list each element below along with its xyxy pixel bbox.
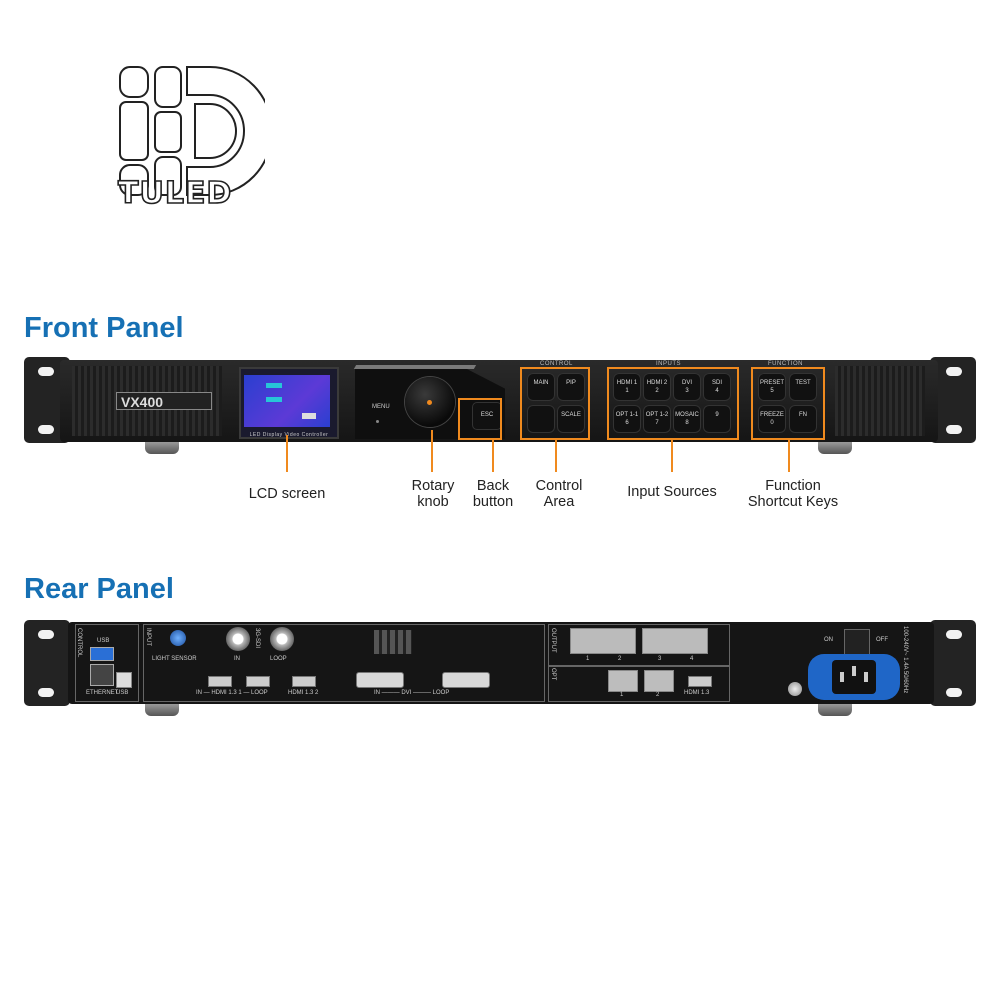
input-section-label: INPUT xyxy=(145,628,151,646)
preset-key[interactable]: PRESET 5 xyxy=(758,373,786,401)
front-panel-title: Front Panel xyxy=(24,312,184,344)
opt-port-1[interactable] xyxy=(608,670,638,692)
freeze-key[interactable]: FREEZE 0 xyxy=(758,405,786,433)
output-port-3-label: 3 xyxy=(658,656,662,662)
control-section xyxy=(75,624,139,702)
sdi-key[interactable]: SDI 4 xyxy=(703,373,731,401)
dvi-in-port[interactable] xyxy=(356,672,404,688)
sdi-in-label: IN xyxy=(234,656,240,662)
menu-led xyxy=(376,420,379,423)
output-ports-3-4[interactable] xyxy=(642,628,708,654)
light-sensor-port[interactable] xyxy=(170,630,186,646)
model-badge: VX400 xyxy=(116,392,212,410)
lcd-screen-callout: LCD screen xyxy=(248,486,326,502)
output-section-label: OUTPUT xyxy=(550,628,556,653)
sdi-loop-bnc[interactable] xyxy=(270,627,294,651)
sdi-loop-label: LOOP xyxy=(270,656,287,662)
esc-button[interactable]: ESC xyxy=(472,402,502,430)
scale-key[interactable]: SCALE xyxy=(557,405,585,433)
ground-screw-icon xyxy=(788,682,802,696)
test-key[interactable]: TEST xyxy=(789,373,817,401)
fn-key[interactable]: FN xyxy=(789,405,817,433)
input-section xyxy=(143,624,545,702)
power-switch[interactable] xyxy=(844,629,870,657)
sdi-in-bnc[interactable] xyxy=(226,627,250,651)
output-section xyxy=(548,624,730,666)
power-on-label: ON xyxy=(824,637,833,643)
hdmi1-loop-port[interactable] xyxy=(246,676,270,687)
front-foot-left xyxy=(145,442,179,454)
hdmi1-in-port[interactable] xyxy=(208,676,232,687)
lcd-screen: LED Display Video Controller xyxy=(239,367,339,439)
rear-panel-title: Rear Panel xyxy=(24,573,174,605)
hdmi-out-port[interactable] xyxy=(688,676,712,687)
opt-section xyxy=(548,666,730,702)
opt-port-2-label: 2 xyxy=(656,692,660,698)
hdmi2-key[interactable]: HDMI 2 2 xyxy=(643,373,671,401)
hdmi1-group-label: IN — HDMI 1.3 1 — LOOP xyxy=(196,690,268,696)
inputs-group-label: INPUTS xyxy=(656,361,682,367)
usb-a-port[interactable] xyxy=(90,647,114,661)
key-9[interactable]: 9 xyxy=(703,405,731,433)
input-sources-highlight xyxy=(607,367,739,440)
opt-port-1-label: 1 xyxy=(620,692,624,698)
front-foot-right xyxy=(818,442,852,454)
ethernet-port[interactable] xyxy=(90,664,114,686)
rotary-knob[interactable] xyxy=(405,377,455,427)
back-button-callout: Back button xyxy=(472,478,514,510)
output-ports-1-2[interactable] xyxy=(570,628,636,654)
sdi-label: 3G-SDI xyxy=(254,628,260,649)
back-button-highlight xyxy=(458,398,502,440)
pip-key[interactable]: PIP xyxy=(557,373,585,401)
menu-label: MENU xyxy=(372,404,390,410)
dvi-loop-port[interactable] xyxy=(442,672,490,688)
tuled-logo-icon xyxy=(119,66,265,196)
dvi-key[interactable]: DVI 3 xyxy=(673,373,701,401)
control-area-highlight xyxy=(520,367,590,440)
mosaic-key[interactable]: MOSAIC 8 xyxy=(673,405,701,433)
rear-foot-left xyxy=(145,704,179,716)
output-port-4-label: 4 xyxy=(690,656,694,662)
hdmi1-key[interactable]: HDMI 1 1 xyxy=(613,373,641,401)
lcd-caption: LED Display Video Controller xyxy=(249,432,329,438)
hdmi2-label: HDMI 1.3 2 xyxy=(288,690,319,696)
ethernet-label: ETHERNET xyxy=(86,690,119,696)
hdmi-out-label: HDMI 1.3 xyxy=(684,690,710,696)
brand-name: TULED xyxy=(117,175,233,212)
blank-key[interactable] xyxy=(527,405,555,433)
rear-right-rack-ear xyxy=(930,620,976,706)
lcd-display-area xyxy=(244,375,330,427)
usb-top-label: USB xyxy=(97,638,110,644)
power-off-label: OFF xyxy=(876,637,888,643)
control-area-callout: Control Area xyxy=(535,478,583,510)
input-sources-callout: Input Sources xyxy=(627,484,717,500)
usb-b-port[interactable] xyxy=(116,672,132,688)
opt-port-2[interactable] xyxy=(644,670,674,692)
power-rating-label: 100-240V~ 1.4A 50/60Hz xyxy=(902,626,908,694)
rear-foot-right xyxy=(818,704,852,716)
output-port-2-label: 2 xyxy=(618,656,622,662)
usb-bottom-label: USB xyxy=(116,690,129,696)
control-section-label: CONTROL xyxy=(76,628,82,658)
opt1-2-key[interactable]: OPT 1-2 7 xyxy=(643,405,671,433)
opt1-1-key[interactable]: OPT 1-1 6 xyxy=(613,405,641,433)
control-group-label: CONTROL xyxy=(540,361,573,367)
rear-left-rack-ear xyxy=(24,620,70,706)
dvi-group-label: IN ——— DVI ——— LOOP xyxy=(374,690,450,696)
output-port-1-label: 1 xyxy=(586,656,590,662)
opt-section-label: OPT xyxy=(550,668,556,681)
rear-vent-grille xyxy=(374,630,412,654)
function-keys-callout: Function Shortcut Keys xyxy=(747,478,839,510)
main-key[interactable]: MAIN xyxy=(527,373,555,401)
function-group-label: FUNCTION xyxy=(768,361,803,367)
light-sensor-label: LIGHT SENSOR xyxy=(152,656,197,662)
rotary-knob-callout: Rotary knob xyxy=(411,478,455,510)
function-keys-highlight xyxy=(751,367,825,440)
power-inlet[interactable] xyxy=(832,660,876,694)
front-vent-right xyxy=(835,366,925,436)
hdmi2-in-port[interactable] xyxy=(292,676,316,687)
